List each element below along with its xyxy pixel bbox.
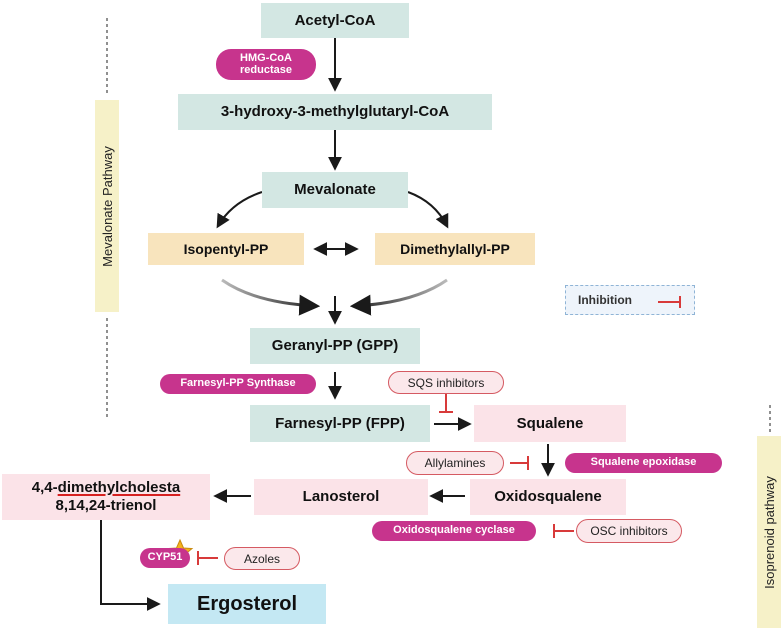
dimethylcholesta-underlined: dimethylcholesta <box>57 479 181 496</box>
node-isopentyl-pp: Isopentyl-PP <box>148 233 304 265</box>
inhibition-allylamines <box>510 456 529 470</box>
inhibitor-allylamines: Allylamines <box>406 451 504 475</box>
enzyme-cyp51: CYP51 <box>140 548 190 568</box>
isoprenoid-pathway-text: Isoprenoid pathway <box>761 475 777 589</box>
node-oxidosqualene: Oxidosqualene <box>470 479 626 515</box>
inhibition-osc <box>553 524 574 538</box>
inhibitor-azoles: Azoles <box>224 547 300 570</box>
node-mevalonate: Mevalonate <box>262 172 408 208</box>
inhibitor-osc: OSC inhibitors <box>576 519 682 543</box>
mevalonate-pathway-text: Mevalonate Pathway <box>99 145 115 267</box>
node-dimethylallyl-pp: Dimethylallyl-PP <box>375 233 535 265</box>
node-hmg-coa: 3-hydroxy-3-methylglutaryl-CoA <box>178 94 492 130</box>
node-ergosterol: Ergosterol <box>168 584 326 624</box>
enzyme-hmg-coa-reductase-line1: HMG-CoA <box>240 51 292 64</box>
node-squalene: Squalene <box>474 405 626 442</box>
arrow-isopentyl-to-gpp <box>221 278 321 316</box>
isoprenoid-pathway-label: Isoprenoid pathway <box>757 436 781 628</box>
node-lanosterol: Lanosterol <box>254 479 428 515</box>
inhibition-sqs <box>439 393 453 413</box>
inhibition-symbol-icon <box>658 296 681 308</box>
arrow-dimethylallyl-to-gpp <box>349 278 448 316</box>
arrow-mevalonate-to-dimethylallyl <box>407 191 449 229</box>
legend-inhibition: Inhibition <box>565 285 695 315</box>
node-dimethylcholesta-trienol: 4,4-dimethylcholesta 8,14,24-trienol <box>2 474 210 520</box>
node-geranyl-pp: Geranyl-PP (GPP) <box>250 328 420 364</box>
dimethylcholesta-line2: 8,14,24-trienol <box>55 497 157 514</box>
inhibitor-sqs: SQS inhibitors <box>388 371 504 394</box>
enzyme-hmg-coa-reductase-line2: reductase <box>240 63 292 76</box>
mevalonate-pathway-label: Mevalonate Pathway <box>95 100 119 312</box>
dimethylcholesta-prefix: 4,4- <box>31 479 58 496</box>
node-acetyl-coa: Acetyl-CoA <box>261 3 409 38</box>
legend-inhibition-label: Inhibition <box>578 293 632 307</box>
enzyme-oxidosqualene-cyclase: Oxidosqualene cyclase <box>372 521 536 541</box>
node-farnesyl-pp: Farnesyl-PP (FPP) <box>250 405 430 442</box>
dimethylcholesta-line1: 4,4-dimethylcholesta <box>32 479 180 497</box>
inhibition-azoles <box>197 551 218 565</box>
arrow-mevalonate-to-isopentyl <box>216 191 263 229</box>
enzyme-squalene-epoxidase: Squalene epoxidase <box>565 453 722 473</box>
enzyme-farnesyl-pp-synthase: Farnesyl-PP Synthase <box>160 374 316 394</box>
enzyme-hmg-coa-reductase: HMG-CoA reductase <box>216 49 316 80</box>
arrow-dimethylcholesta-to-ergosterol <box>100 520 161 611</box>
